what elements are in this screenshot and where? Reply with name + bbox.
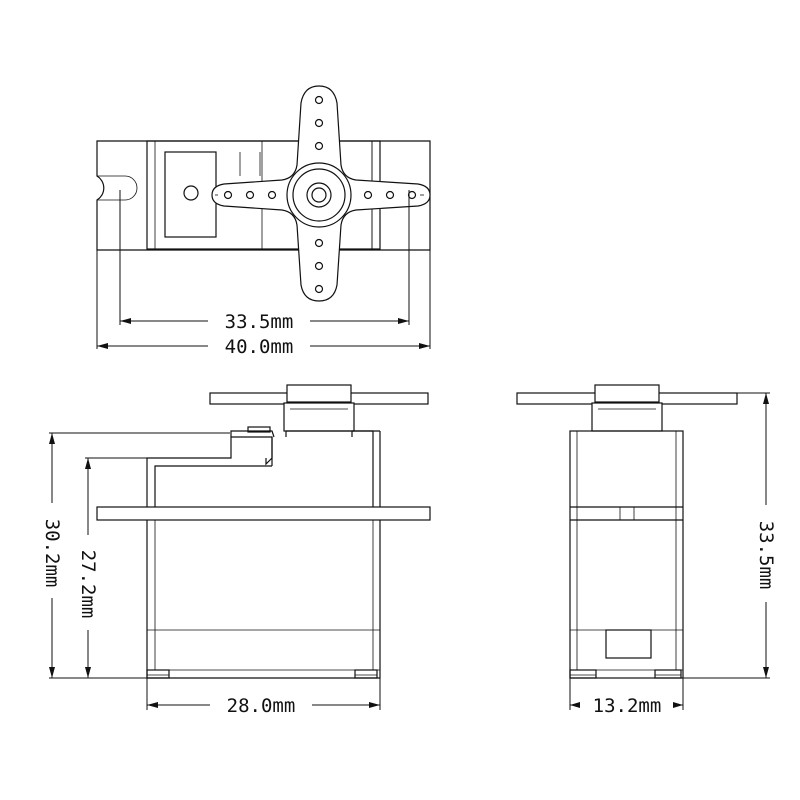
top-view-flange [96,140,431,251]
dim-top-total-length: 40.0mm [97,336,430,358]
side-view: 33.5mm 13.2mm [516,384,777,717]
front-view-lower-body [146,520,381,679]
dim-front-body-height: 27.2mm [77,458,99,678]
dim-label-30-2: 30.2mm [41,519,63,588]
dim-front-total-height: 30.2mm [41,433,63,678]
front-view-upper-body [146,436,273,507]
dim-label-33-5-top: 33.5mm [225,311,294,333]
front-view: 30.2mm 27.2mm 28.0mm [41,384,431,717]
dim-front-body-width: 28.0mm [147,695,380,717]
dim-side-total-height: 33.5mm [755,393,777,678]
dim-label-40-0: 40.0mm [225,336,294,358]
dim-label-28-0: 28.0mm [227,695,296,717]
dim-top-hole-spacing: 33.5mm [120,311,409,333]
dim-label-33-5-side: 33.5mm [755,521,777,590]
dim-side-body-width: 13.2mm [570,695,683,717]
dim-label-27-2: 27.2mm [77,550,99,619]
front-view-flange [96,506,431,521]
side-view-connector [605,629,652,659]
top-view: 33.5mm 40.0mm [96,85,431,358]
top-view-window [164,151,217,238]
dim-label-13-2: 13.2mm [593,695,662,717]
side-view-body [569,430,684,679]
